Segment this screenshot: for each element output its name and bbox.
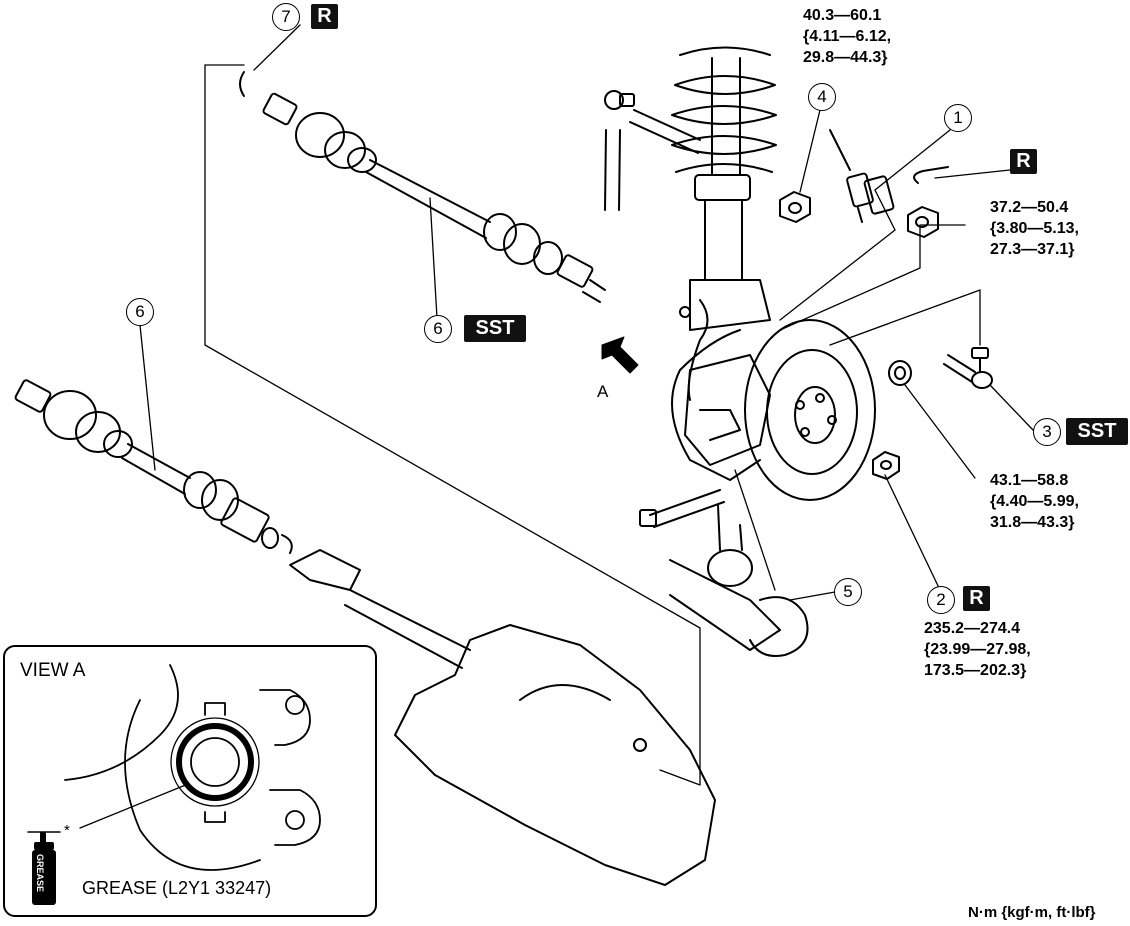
torque-spec-item-2: 235.2—274.4{23.99—27.98,173.5—202.3} xyxy=(924,620,1031,679)
clip-icon xyxy=(913,166,949,184)
view-a-inset xyxy=(3,645,377,917)
nut-item-3-washer xyxy=(888,206,939,386)
reuse-badge-clip: R xyxy=(1010,149,1037,174)
torque-spec-nut: 37.2—50.4{3.80—5.13,27.3—37.1} xyxy=(990,199,1079,258)
unit-note: N·m {kgf·m, ft·lbf} xyxy=(968,904,1096,921)
callout-6-left: 6 xyxy=(126,298,154,326)
callout-6-upper: 6 xyxy=(424,315,452,343)
drive-shaft-lower xyxy=(14,379,293,554)
wheel-speed-sensor xyxy=(829,129,895,223)
callout-3: 3 xyxy=(1033,418,1061,446)
hub-nut xyxy=(872,451,900,480)
reuse-badge-2: R xyxy=(963,586,990,611)
view-a-arrow-label: A xyxy=(597,382,609,401)
torque-spec-item-3: 43.1—58.8{4.40—5.99,31.8—43.3} xyxy=(990,472,1079,531)
grease-can-icon xyxy=(27,831,61,905)
torque-spec-item-4: 40.3—60.1{4.11—6.12,29.8—44.3} xyxy=(803,7,892,66)
tie-rod-end xyxy=(943,347,993,389)
nut-item-4 xyxy=(779,191,811,223)
callout-1: 1 xyxy=(944,104,972,132)
view-a-arrow xyxy=(601,336,639,374)
sst-badge-6: SST xyxy=(464,315,526,342)
callout-2: 2 xyxy=(927,586,955,614)
view-a-title: VIEW A xyxy=(20,660,86,681)
reuse-badge-7: R xyxy=(311,4,338,29)
drive-shaft-upper xyxy=(239,71,606,303)
view-a-drawing xyxy=(64,664,321,871)
callout-4: 4 xyxy=(808,83,836,111)
callout-7: 7 xyxy=(272,3,300,31)
grease-asterisk: * xyxy=(64,822,70,839)
callout-5: 5 xyxy=(834,578,862,606)
leader-lines xyxy=(139,24,1034,786)
sst-badge-3: SST xyxy=(1066,418,1128,445)
strut-and-spring xyxy=(671,46,777,331)
grease-can-text: GREASE xyxy=(35,854,45,893)
lower-arm-ball-joint xyxy=(669,504,809,657)
grease-label: GREASE (L2Y1 33247) xyxy=(82,878,272,898)
transaxle-housing xyxy=(289,549,716,886)
knuckle-and-brake xyxy=(639,299,876,528)
stabilizer-link xyxy=(604,90,701,211)
